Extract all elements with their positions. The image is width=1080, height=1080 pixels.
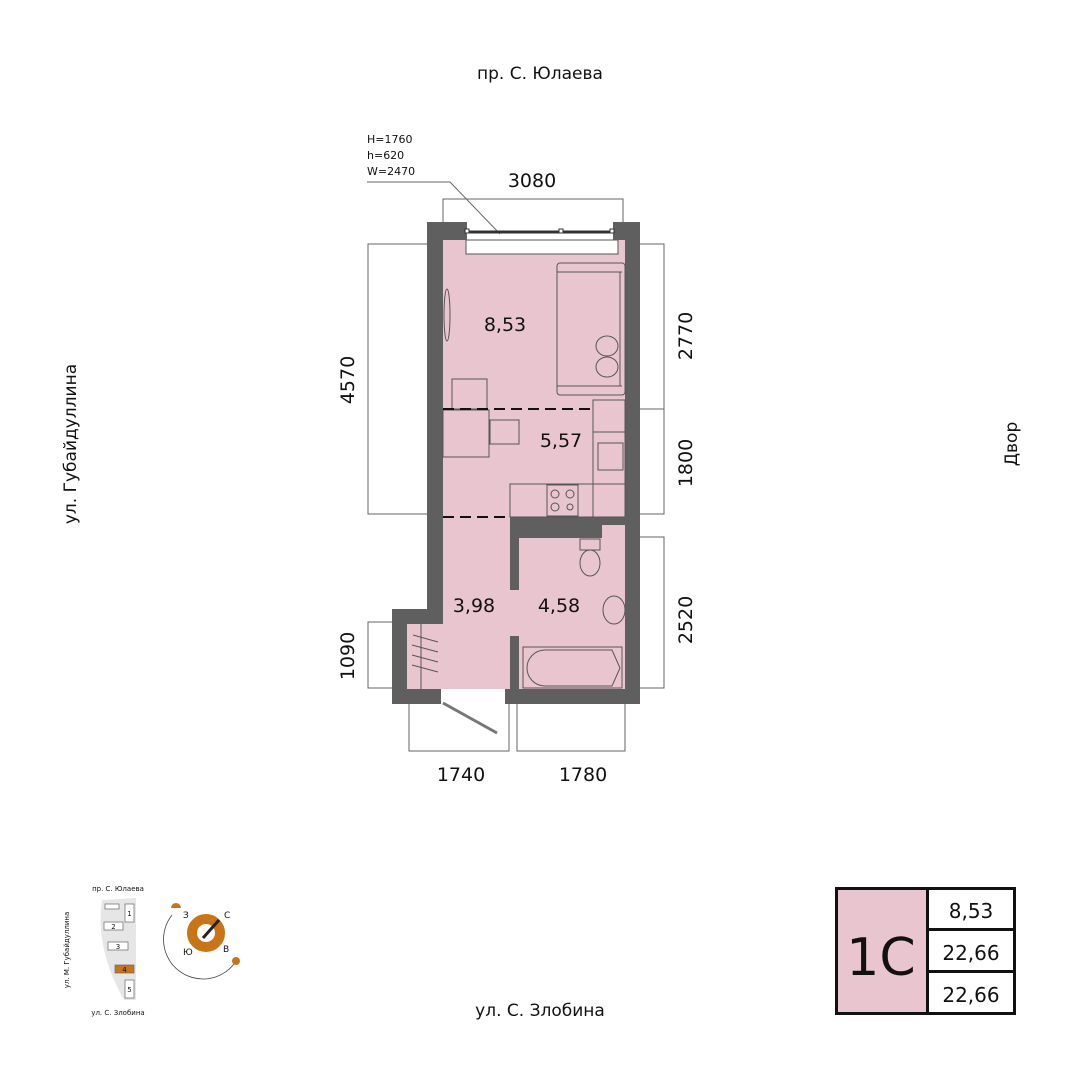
compass-north: С	[224, 911, 230, 921]
dim-left-main: 4570	[337, 356, 359, 404]
apartment-type: 1С	[846, 928, 915, 988]
counter	[509, 483, 626, 518]
living-area: 8,53	[949, 899, 994, 923]
sun-path	[163, 914, 235, 980]
dimension-lines	[367, 198, 665, 752]
dim-right-bottom: 2520	[675, 596, 697, 644]
closet-hangers	[411, 634, 439, 673]
dim-right-mid: 1800	[675, 439, 697, 487]
room-area-hall: 3,98	[453, 595, 495, 617]
window-recess	[465, 239, 619, 255]
total-area: 22,66	[942, 941, 999, 965]
dim-top: 3080	[508, 170, 556, 192]
apartment-summary: 1С 8,53 22,66 22,66	[835, 887, 1016, 1015]
compass-needle	[201, 919, 221, 939]
sun-sunset-icon	[171, 903, 181, 908]
window-height: H=1760	[367, 133, 412, 146]
pillow	[595, 356, 619, 378]
sofa	[556, 262, 626, 396]
building-5: 5	[127, 986, 131, 994]
stove	[546, 484, 579, 517]
window	[464, 228, 615, 234]
kitchen-sink	[597, 442, 624, 471]
compass-east: В	[223, 945, 229, 955]
room-area-kitchen: 5,57	[540, 430, 582, 452]
room-area-living: 8,53	[484, 314, 526, 336]
street-top: пр. С. Юлаева	[477, 64, 603, 84]
compass-west: З	[183, 911, 189, 921]
entry-door	[442, 701, 498, 735]
building-2: 2	[111, 923, 115, 931]
total-area-2: 22,66	[942, 983, 999, 1007]
minimap-street-top: пр. С. Юлаева	[92, 885, 144, 893]
minimap-street-left: ул. М. Губайдуллина	[63, 912, 71, 988]
toilet	[579, 549, 601, 577]
dim-right-top: 2770	[675, 312, 697, 360]
building-1: 1	[127, 910, 131, 918]
site-minimap: пр. С. Юлаева ул. С. Злобина ул. М. Губа…	[63, 885, 145, 1017]
street-right-yard: Двор	[1002, 422, 1022, 467]
window-leader-line	[367, 181, 501, 235]
furniture	[411, 262, 626, 735]
dim-bottom-right: 1780	[559, 764, 607, 786]
street-bottom: ул. С. Злобина	[475, 1001, 605, 1021]
street-left: ул. Губайдуллина	[61, 364, 81, 524]
sun-sunrise-icon	[232, 957, 240, 965]
bathroom-sink	[602, 595, 626, 625]
dim-left-small: 1090	[337, 632, 359, 680]
building-4-highlighted: 4	[122, 966, 127, 974]
rooms	[407, 239, 625, 689]
window-spec: H=1760 h=620 W=2470	[367, 133, 501, 235]
chair	[489, 419, 520, 445]
walls	[392, 222, 640, 704]
compass-south: Ю	[183, 948, 193, 958]
window-sill: h=620	[367, 149, 404, 162]
tv	[443, 288, 451, 342]
pillow	[595, 335, 619, 357]
compass: С З Ю В	[163, 903, 240, 980]
bathtub	[522, 646, 623, 689]
room-area-bathroom: 4,58	[538, 595, 580, 617]
building-3: 3	[116, 943, 120, 951]
minimap-street-bottom: ул. С. Злобина	[91, 1009, 144, 1017]
dim-bottom-left: 1740	[437, 764, 485, 786]
window-width: W=2470	[367, 165, 415, 178]
